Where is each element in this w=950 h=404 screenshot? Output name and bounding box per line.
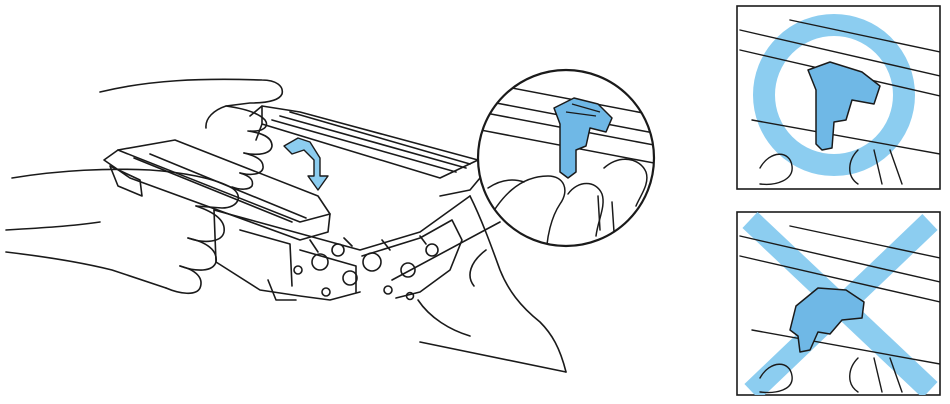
zoom-callout	[476, 68, 656, 248]
callout-leader-line	[391, 221, 501, 281]
main-scene	[5, 78, 567, 373]
left-upper-hand	[99, 78, 284, 190]
lever-tilted	[789, 287, 865, 353]
lever-upright	[807, 61, 881, 151]
correct-panel	[736, 5, 941, 190]
right-hand	[417, 195, 567, 373]
down-arrow-icon	[283, 137, 329, 191]
drum-unit	[213, 195, 471, 301]
lock-lever	[553, 97, 613, 179]
circle-correct-icon	[753, 14, 915, 176]
incorrect-panel	[736, 211, 941, 396]
toner-cartridge	[103, 105, 481, 241]
